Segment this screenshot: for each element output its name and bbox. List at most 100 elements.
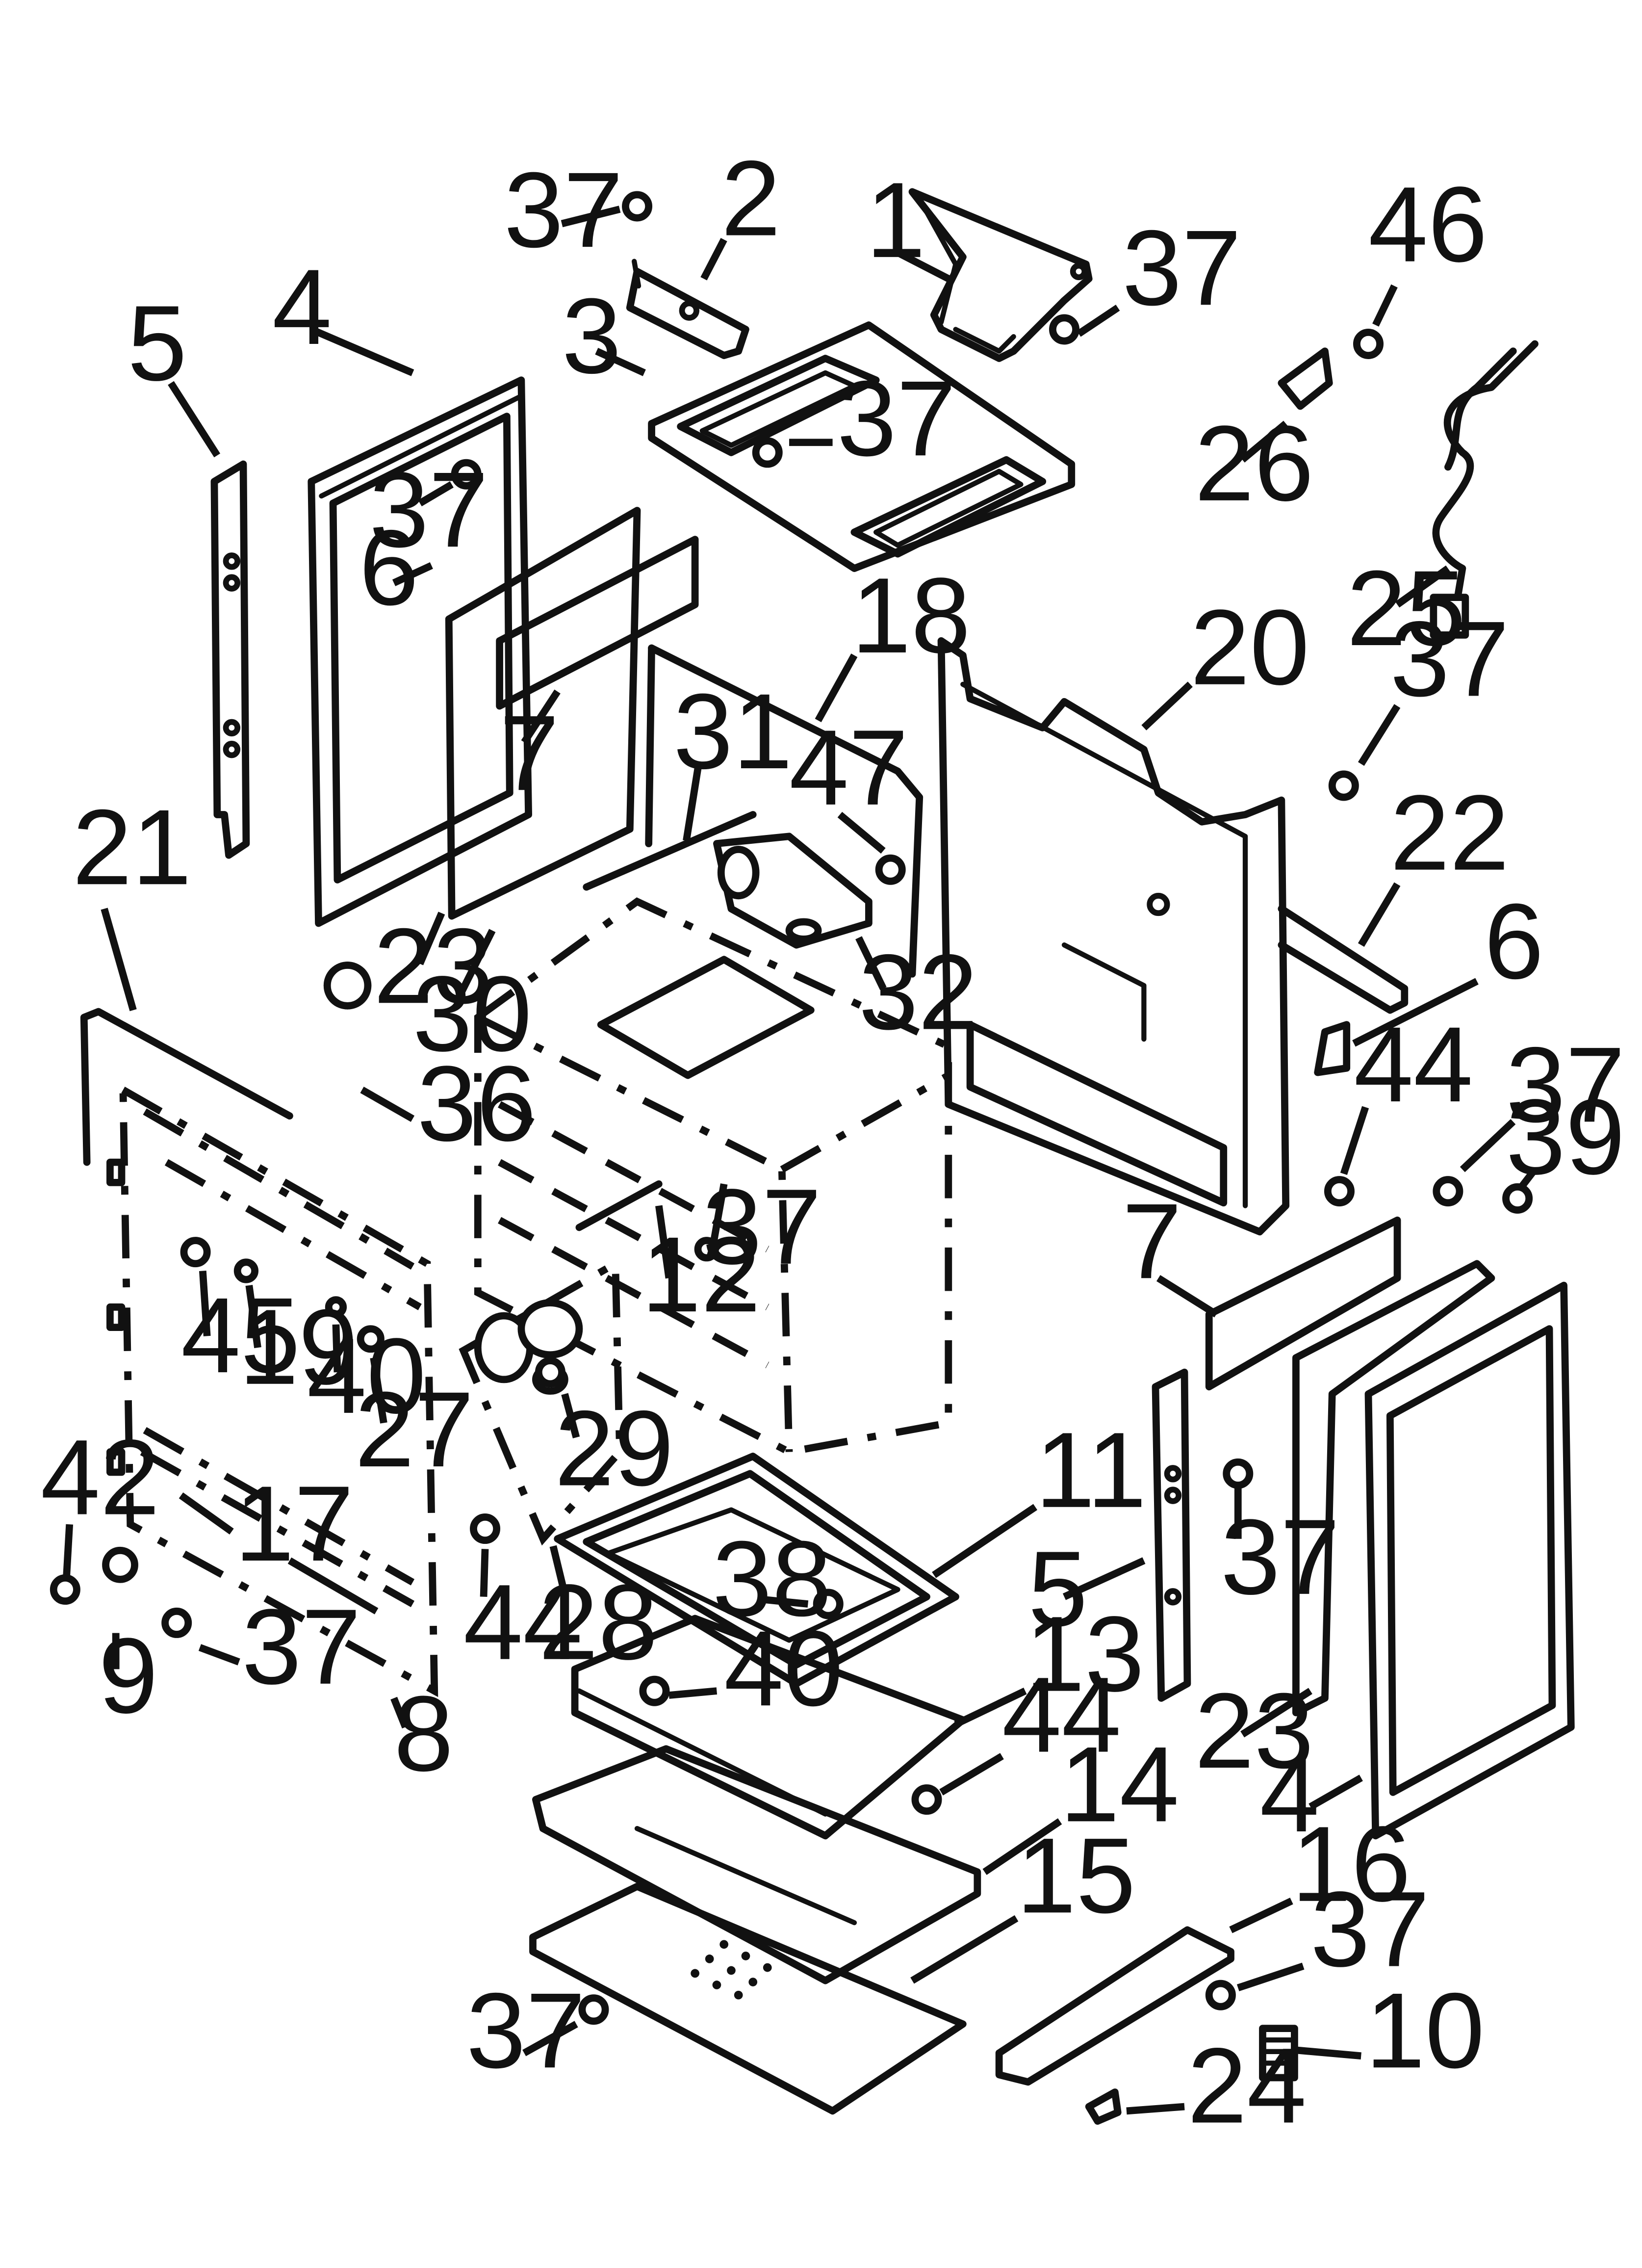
callout-2: 2	[700, 139, 781, 281]
base-pan-drawing	[532, 1745, 981, 1984]
callout-7: 7	[1122, 1181, 1218, 1318]
screw-icons	[50, 191, 1533, 2025]
svg-text:15: 15	[1017, 1816, 1136, 1935]
svg-text:9: 9	[99, 1616, 158, 1736]
callout-15: 15	[910, 1816, 1136, 1984]
insulation-right-drawing	[1205, 1216, 1401, 1391]
callout-37: 37	[789, 359, 956, 478]
svg-text:21: 21	[73, 787, 192, 907]
callout-9: 9	[99, 1616, 158, 1736]
svg-text:12: 12	[641, 1215, 761, 1334]
svg-text:14: 14	[1060, 1724, 1179, 1844]
svg-text:8: 8	[394, 1674, 454, 1794]
svg-text:7: 7	[500, 693, 560, 813]
side-trim-right-drawing	[1152, 1368, 1191, 1702]
svg-text:29: 29	[555, 1388, 674, 1508]
callout-17: 17	[179, 1464, 379, 1615]
oven-gasket-drawing	[645, 644, 924, 978]
svg-text:2: 2	[721, 139, 781, 259]
burner-valve-drawing	[583, 811, 872, 949]
callout-37: 37	[369, 450, 488, 570]
callout-40: 40	[307, 1316, 426, 1436]
door-seal-drawing	[80, 1008, 293, 1166]
callout-11: 11	[932, 1410, 1147, 1578]
callout-8: 8	[390, 1674, 454, 1794]
callout-37: 37	[198, 1587, 361, 1707]
svg-text:40: 40	[724, 1609, 843, 1728]
svg-text:18: 18	[851, 556, 971, 676]
top-bracket-drawing	[626, 259, 749, 359]
side-panel-left-drawing	[308, 376, 532, 927]
callout-12: 12	[641, 1205, 761, 1334]
svg-text:37: 37	[1506, 1025, 1625, 1145]
svg-text:37: 37	[1221, 1497, 1340, 1617]
svg-text:6: 6	[359, 508, 419, 627]
svg-text:28: 28	[539, 1563, 658, 1682]
svg-text:42: 42	[41, 1418, 160, 1538]
svg-text:37: 37	[702, 1167, 821, 1287]
svg-text:30: 30	[412, 954, 532, 1074]
bracket-right-drawing	[1314, 1021, 1351, 1076]
callout-13: 13	[954, 1594, 1144, 1728]
leveling-foot-drawing	[1259, 2025, 1298, 2082]
svg-text:37: 37	[837, 359, 956, 478]
callout-31: 31	[673, 672, 793, 841]
callout-16: 16	[1229, 1804, 1411, 1933]
callout-27: 27	[355, 1357, 474, 1489]
callout-21: 21	[73, 787, 192, 1012]
broiler-pan-drawing	[554, 1453, 959, 1688]
svg-text:4: 4	[272, 247, 332, 367]
svg-text:26: 26	[1195, 404, 1314, 523]
svg-text:5: 5	[1028, 1529, 1088, 1649]
svg-text:3: 3	[562, 276, 622, 396]
bottom-panel-drawing	[529, 1882, 967, 2115]
svg-text:44: 44	[1002, 1655, 1121, 1775]
callout-47: 47	[789, 708, 908, 854]
callout-30: 30	[412, 929, 532, 1074]
callout-5: 5	[1028, 1529, 1146, 1649]
callout-28: 28	[539, 1545, 658, 1682]
svg-text:11: 11	[1035, 1410, 1147, 1530]
front-frame-drawing	[106, 1083, 438, 1697]
svg-text:25: 25	[1347, 548, 1466, 668]
callout-37: 37	[702, 1167, 821, 1287]
callout-38: 38	[713, 1519, 832, 1639]
callout-24: 24	[1126, 2026, 1307, 2145]
svg-text:16: 16	[1292, 1804, 1411, 1924]
callout-10: 10	[1295, 1971, 1485, 2090]
side-trim-left-drawing	[210, 460, 250, 859]
callout-40: 40	[668, 1609, 843, 1728]
svg-text:10: 10	[1365, 1971, 1485, 2090]
svg-text:6: 6	[1484, 882, 1544, 1001]
svg-text:31: 31	[673, 672, 793, 791]
callout-45: 45	[181, 1271, 300, 1395]
callout-44: 44	[939, 1655, 1121, 1796]
callout-23: 23	[1195, 1671, 1314, 1791]
clip-drawing	[1085, 2088, 1122, 2125]
svg-text:37: 37	[1310, 1870, 1430, 1989]
svg-text:37: 37	[369, 450, 488, 570]
callout-6: 6	[359, 508, 433, 627]
callout-20: 20	[1141, 588, 1309, 730]
vent-duct-drawing	[908, 188, 1093, 362]
rear-brace-drawing	[1278, 905, 1409, 1014]
rail-drawing	[995, 1926, 1234, 2086]
svg-text:23: 23	[1195, 1671, 1314, 1791]
callout-37: 37	[466, 1971, 586, 2090]
callout-5: 5	[128, 284, 221, 458]
callout-32: 32	[855, 932, 978, 1052]
svg-text:37: 37	[1390, 599, 1509, 719]
callout-3: 3	[562, 276, 646, 396]
callout-37: 37	[504, 150, 623, 270]
callouts: 37 2 1 37 46 4 3 37 5 37 6 26 25 7 18 20…	[41, 139, 1625, 2146]
callout-36: 36	[360, 1044, 536, 1164]
svg-text:38: 38	[713, 1519, 832, 1639]
callout-18: 18	[815, 556, 971, 723]
svg-text:40: 40	[307, 1316, 426, 1436]
svg-text:37: 37	[504, 150, 623, 270]
svg-text:27: 27	[355, 1370, 474, 1489]
callout-37: 37	[1221, 1488, 1340, 1617]
callout-22: 22	[1358, 773, 1509, 947]
svg-text:46: 46	[1368, 165, 1488, 285]
